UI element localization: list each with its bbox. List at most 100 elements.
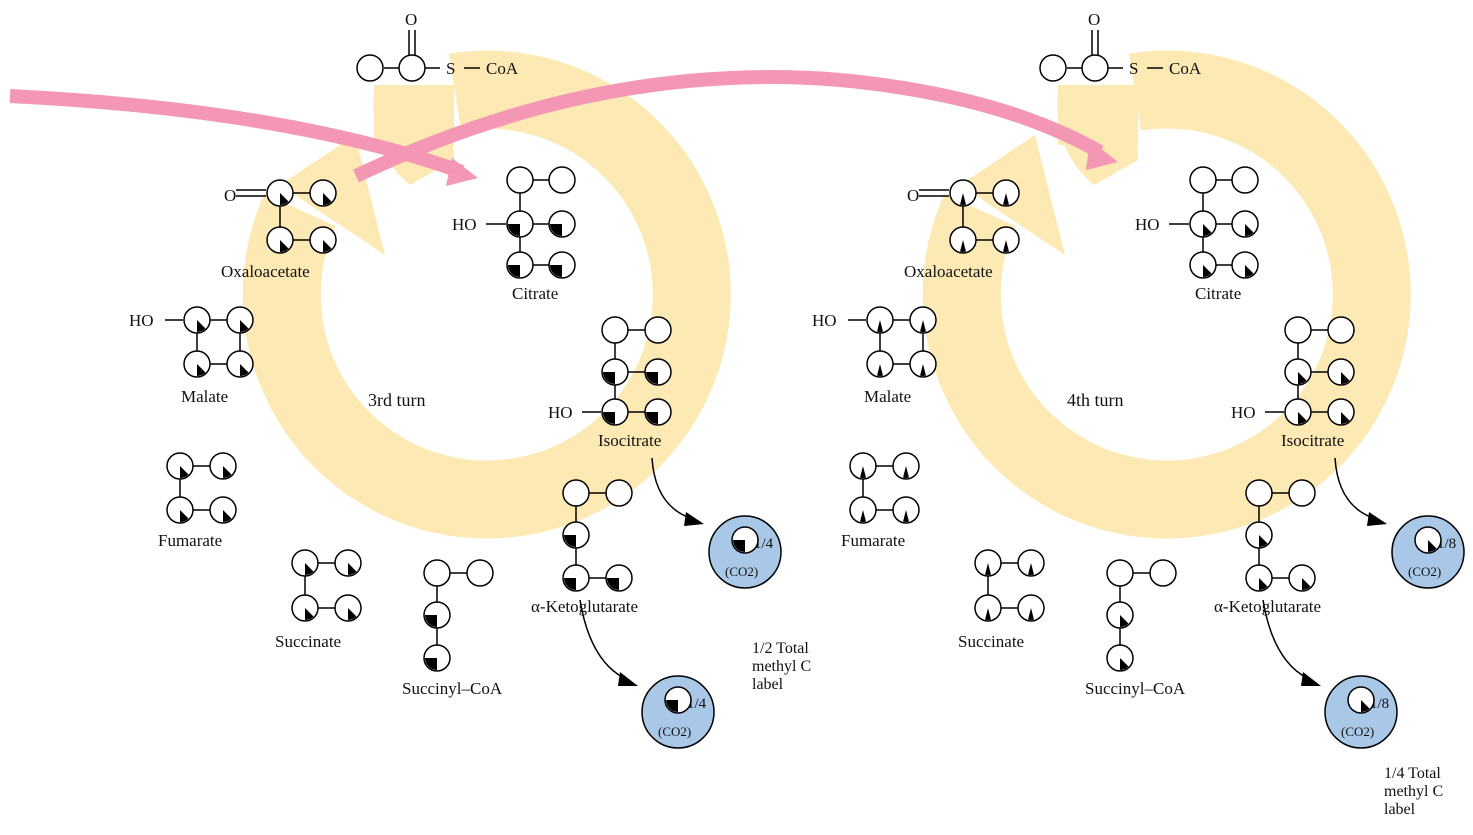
label-wedge xyxy=(425,615,437,627)
acetyl-s: S xyxy=(446,59,455,78)
label-wedge xyxy=(646,372,658,384)
acetyl-s-4: S xyxy=(1129,59,1138,78)
label-wedge xyxy=(603,372,615,384)
co2-label: (CO2) xyxy=(658,724,691,739)
citrate-ho: HO xyxy=(452,215,477,234)
carbon-atom xyxy=(1327,316,1355,344)
label-wedge xyxy=(180,466,189,478)
label-wedge xyxy=(197,320,206,332)
co2-label: (CO2) xyxy=(1408,564,1441,579)
label-wedge xyxy=(1259,535,1268,547)
total-label-note-turn3: 1/2 Total methyl C label xyxy=(752,640,812,693)
total-label-note-turn4: 1/4 Total methyl C label xyxy=(1384,765,1444,818)
label-wedge xyxy=(733,540,745,552)
carbon-atom xyxy=(562,479,590,507)
label-wedge xyxy=(1120,615,1129,627)
acetyl-coa-label: CoA xyxy=(486,59,519,78)
malate-label: Malate xyxy=(864,387,911,406)
carbon-atom xyxy=(644,316,672,344)
label-wedge xyxy=(1361,700,1370,712)
turn-title: 3rd turn xyxy=(368,390,426,410)
fumarate-label: Fumarate xyxy=(841,531,905,550)
carbon-atom xyxy=(1189,166,1217,194)
label-wedge xyxy=(550,265,562,277)
alpha-ketoglutarate-label: α-Ketoglutarate xyxy=(531,597,638,616)
acetyl-coa-turn3: O S CoA xyxy=(356,10,519,82)
carbon-atom xyxy=(466,559,494,587)
label-wedge xyxy=(1245,224,1254,236)
isocitrate-ho: HO xyxy=(548,403,573,422)
label-wedge xyxy=(985,608,991,620)
succinate-label: Succinate xyxy=(958,632,1024,651)
oxaloacetate-o: O xyxy=(224,186,236,205)
label-wedge xyxy=(1003,240,1009,252)
label-wedge xyxy=(960,193,966,205)
malate-label: Malate xyxy=(181,387,228,406)
carbon-atom xyxy=(1149,559,1177,587)
co2-fraction: 1/4 xyxy=(687,696,707,712)
turn4-ring xyxy=(922,50,1411,539)
label-wedge xyxy=(920,320,926,332)
label-wedge xyxy=(1245,265,1254,277)
label-wedge xyxy=(1120,658,1129,670)
carbon-atom xyxy=(506,166,534,194)
carbon-flow-arrow-between xyxy=(352,70,1118,183)
label-wedge xyxy=(1341,412,1350,424)
co2-label: (CO2) xyxy=(725,564,758,579)
label-wedge xyxy=(860,510,866,522)
acetyl-o: O xyxy=(405,10,417,29)
isocitrate-label: Isocitrate xyxy=(1281,431,1344,450)
succinate-label: Succinate xyxy=(275,632,341,651)
label-wedge xyxy=(280,240,289,252)
co2-fraction: 1/8 xyxy=(1370,696,1389,712)
turn3-labels: 3rd turn Oxaloacetate O Citrate HO Isoci… xyxy=(129,186,661,698)
oxaloacetate-o: O xyxy=(907,186,919,205)
co2-arrowheads xyxy=(618,512,1387,686)
acetyl-coa-label-4: CoA xyxy=(1169,59,1202,78)
label-wedge xyxy=(877,364,883,376)
acetyl-coa-turn4: O S CoA xyxy=(1039,10,1202,82)
label-wedge xyxy=(223,466,232,478)
label-wedge xyxy=(1428,540,1437,552)
label-wedge xyxy=(903,510,909,522)
label-wedge xyxy=(223,510,232,522)
carbon-atom xyxy=(601,316,629,344)
alpha-ketoglutarate-label: α-Ketoglutarate xyxy=(1214,597,1321,616)
citrate-ho: HO xyxy=(1135,215,1160,234)
label-wedge xyxy=(305,563,314,575)
succinyl-coa-label: Succinyl–CoA xyxy=(1085,679,1186,698)
carbon-atom xyxy=(1288,479,1316,507)
label-wedge xyxy=(348,563,357,575)
turn-title: 4th turn xyxy=(1067,390,1124,410)
label-wedge xyxy=(603,412,615,424)
turn4-labels: 4th turn Oxaloacetate O Citrate HO Isoci… xyxy=(812,186,1344,698)
carbon-atom xyxy=(1245,479,1273,507)
label-wedge xyxy=(240,320,249,332)
label-wedge xyxy=(877,320,883,332)
label-wedge xyxy=(1302,578,1311,590)
co2-fraction: 1/8 xyxy=(1437,536,1456,552)
label-wedge xyxy=(1259,578,1268,590)
label-wedge xyxy=(960,240,966,252)
malate-ho: HO xyxy=(812,311,837,330)
label-wedge xyxy=(1028,608,1034,620)
label-wedge xyxy=(323,240,332,252)
oxaloacetate-label: Oxaloacetate xyxy=(221,262,310,281)
oxaloacetate-label: Oxaloacetate xyxy=(904,262,993,281)
label-wedge xyxy=(985,563,991,575)
label-wedge xyxy=(240,364,249,376)
carbon-atom xyxy=(1106,559,1134,587)
label-wedge xyxy=(607,578,619,590)
label-wedge xyxy=(564,578,576,590)
label-wedge xyxy=(1298,412,1307,424)
carbon-atom xyxy=(1231,166,1259,194)
label-wedge xyxy=(1028,563,1034,575)
citrate-label: Citrate xyxy=(512,284,558,303)
label-wedge xyxy=(1003,193,1009,205)
label-wedge xyxy=(305,608,314,620)
malate-ho: HO xyxy=(129,311,154,330)
carbon-atom xyxy=(1284,316,1312,344)
label-wedge xyxy=(646,412,658,424)
label-wedge xyxy=(1298,372,1307,384)
